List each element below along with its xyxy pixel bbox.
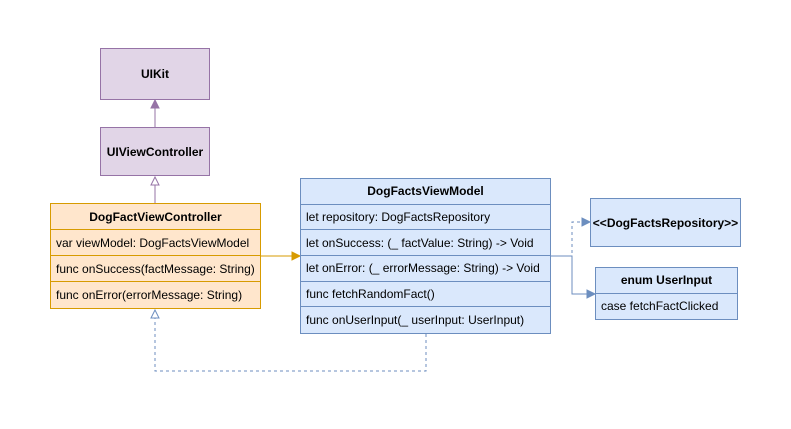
inherit-uivc-to-uikit-arrowhead [150, 98, 160, 109]
dog-facts-repository-title: <<DogFactsRepository>> [592, 215, 739, 230]
inherit-dogvc-to-uivc-arrowhead [150, 175, 160, 186]
dog-facts-view-model-member: let repository: DogFactsRepository [301, 205, 550, 231]
user-input-enum-box: enum UserInput case fetchFactClicked [595, 267, 738, 320]
dep-vm-to-dogvc-arrowhead [150, 308, 160, 319]
dep-vm-to-repo-arrowhead [581, 217, 592, 227]
user-input-enum-case: case fetchFactClicked [601, 299, 719, 314]
assoc-vm-to-userinput-path [551, 255, 587, 295]
dog-fact-view-controller-member: var viewModel: DogFactsViewModel [51, 230, 260, 256]
uikit-class-box: UIKit [100, 48, 210, 100]
dog-fact-view-controller-member: func onError(errorMessage: String) [56, 288, 243, 302]
assoc-dogvc-to-vm-arrowhead [291, 251, 302, 261]
user-input-enum-title: enum UserInput [596, 268, 737, 294]
dep-vm-to-repo-path [551, 221, 582, 257]
dog-facts-repository-protocol-box: <<DogFactsRepository>> [590, 198, 741, 247]
dog-facts-view-model-title: DogFactsViewModel [301, 179, 550, 205]
uiviewcontroller-class-title: UIViewController [106, 144, 204, 159]
dog-facts-view-model-member: func onUserInput(_ userInput: UserInput) [306, 313, 525, 328]
dog-fact-view-controller-title: DogFactViewController [51, 204, 260, 230]
dog-facts-view-model-member: let onSuccess: (_ factValue: String) -> … [301, 230, 550, 257]
dog-fact-view-controller-member: func onSuccess(factMessage: String) [51, 256, 260, 282]
uikit-class-title: UIKit [141, 67, 169, 81]
dog-facts-view-model-class-box: DogFactsViewModel let repository: DogFac… [300, 178, 551, 334]
dog-facts-view-model-member: let onError: (_ errorMessage: String) ->… [301, 256, 550, 282]
assoc-vm-to-userinput-arrowhead [586, 289, 597, 299]
dog-fact-view-controller-class-box: DogFactViewController var viewModel: Dog… [50, 203, 261, 309]
dog-facts-view-model-member: func fetchRandomFact() [301, 282, 550, 308]
uiviewcontroller-class-box: UIViewController [100, 127, 210, 176]
